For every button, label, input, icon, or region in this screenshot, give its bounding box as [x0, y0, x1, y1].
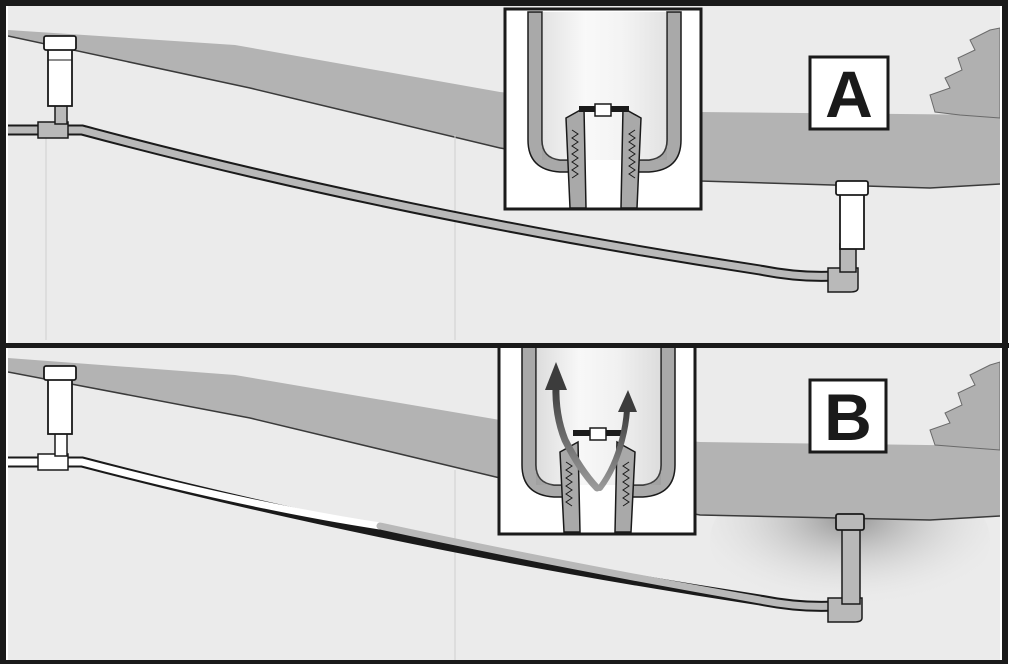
panel-b-label: B	[808, 378, 888, 454]
tee-fitting-icon	[37, 431, 69, 471]
water-flow-arrow-icon	[545, 362, 601, 492]
tee-fitting-icon	[37, 103, 69, 139]
panel-a-label: A	[808, 55, 890, 131]
panel-a-valve-inset	[503, 7, 703, 211]
sprinkler-head-icon	[43, 365, 77, 435]
elbow-fitting-icon	[827, 243, 859, 293]
sprinkler-head-icon	[835, 180, 869, 250]
sprinkler-head-icon	[43, 35, 77, 107]
shrub-icon	[929, 361, 1000, 451]
panel-a-label-text: A	[825, 57, 873, 131]
panel-b: B	[8, 348, 1000, 664]
sprinkler-head-icon	[835, 513, 865, 531]
shrub-icon	[929, 27, 1000, 119]
panel-a: A	[8, 6, 1000, 345]
panel-b-label-text: B	[824, 380, 872, 454]
panel-b-valve-inset	[497, 348, 697, 536]
water-flow-arrow-icon	[597, 390, 637, 491]
panel-divider	[0, 343, 1009, 348]
elbow-fitting-icon	[827, 527, 863, 623]
